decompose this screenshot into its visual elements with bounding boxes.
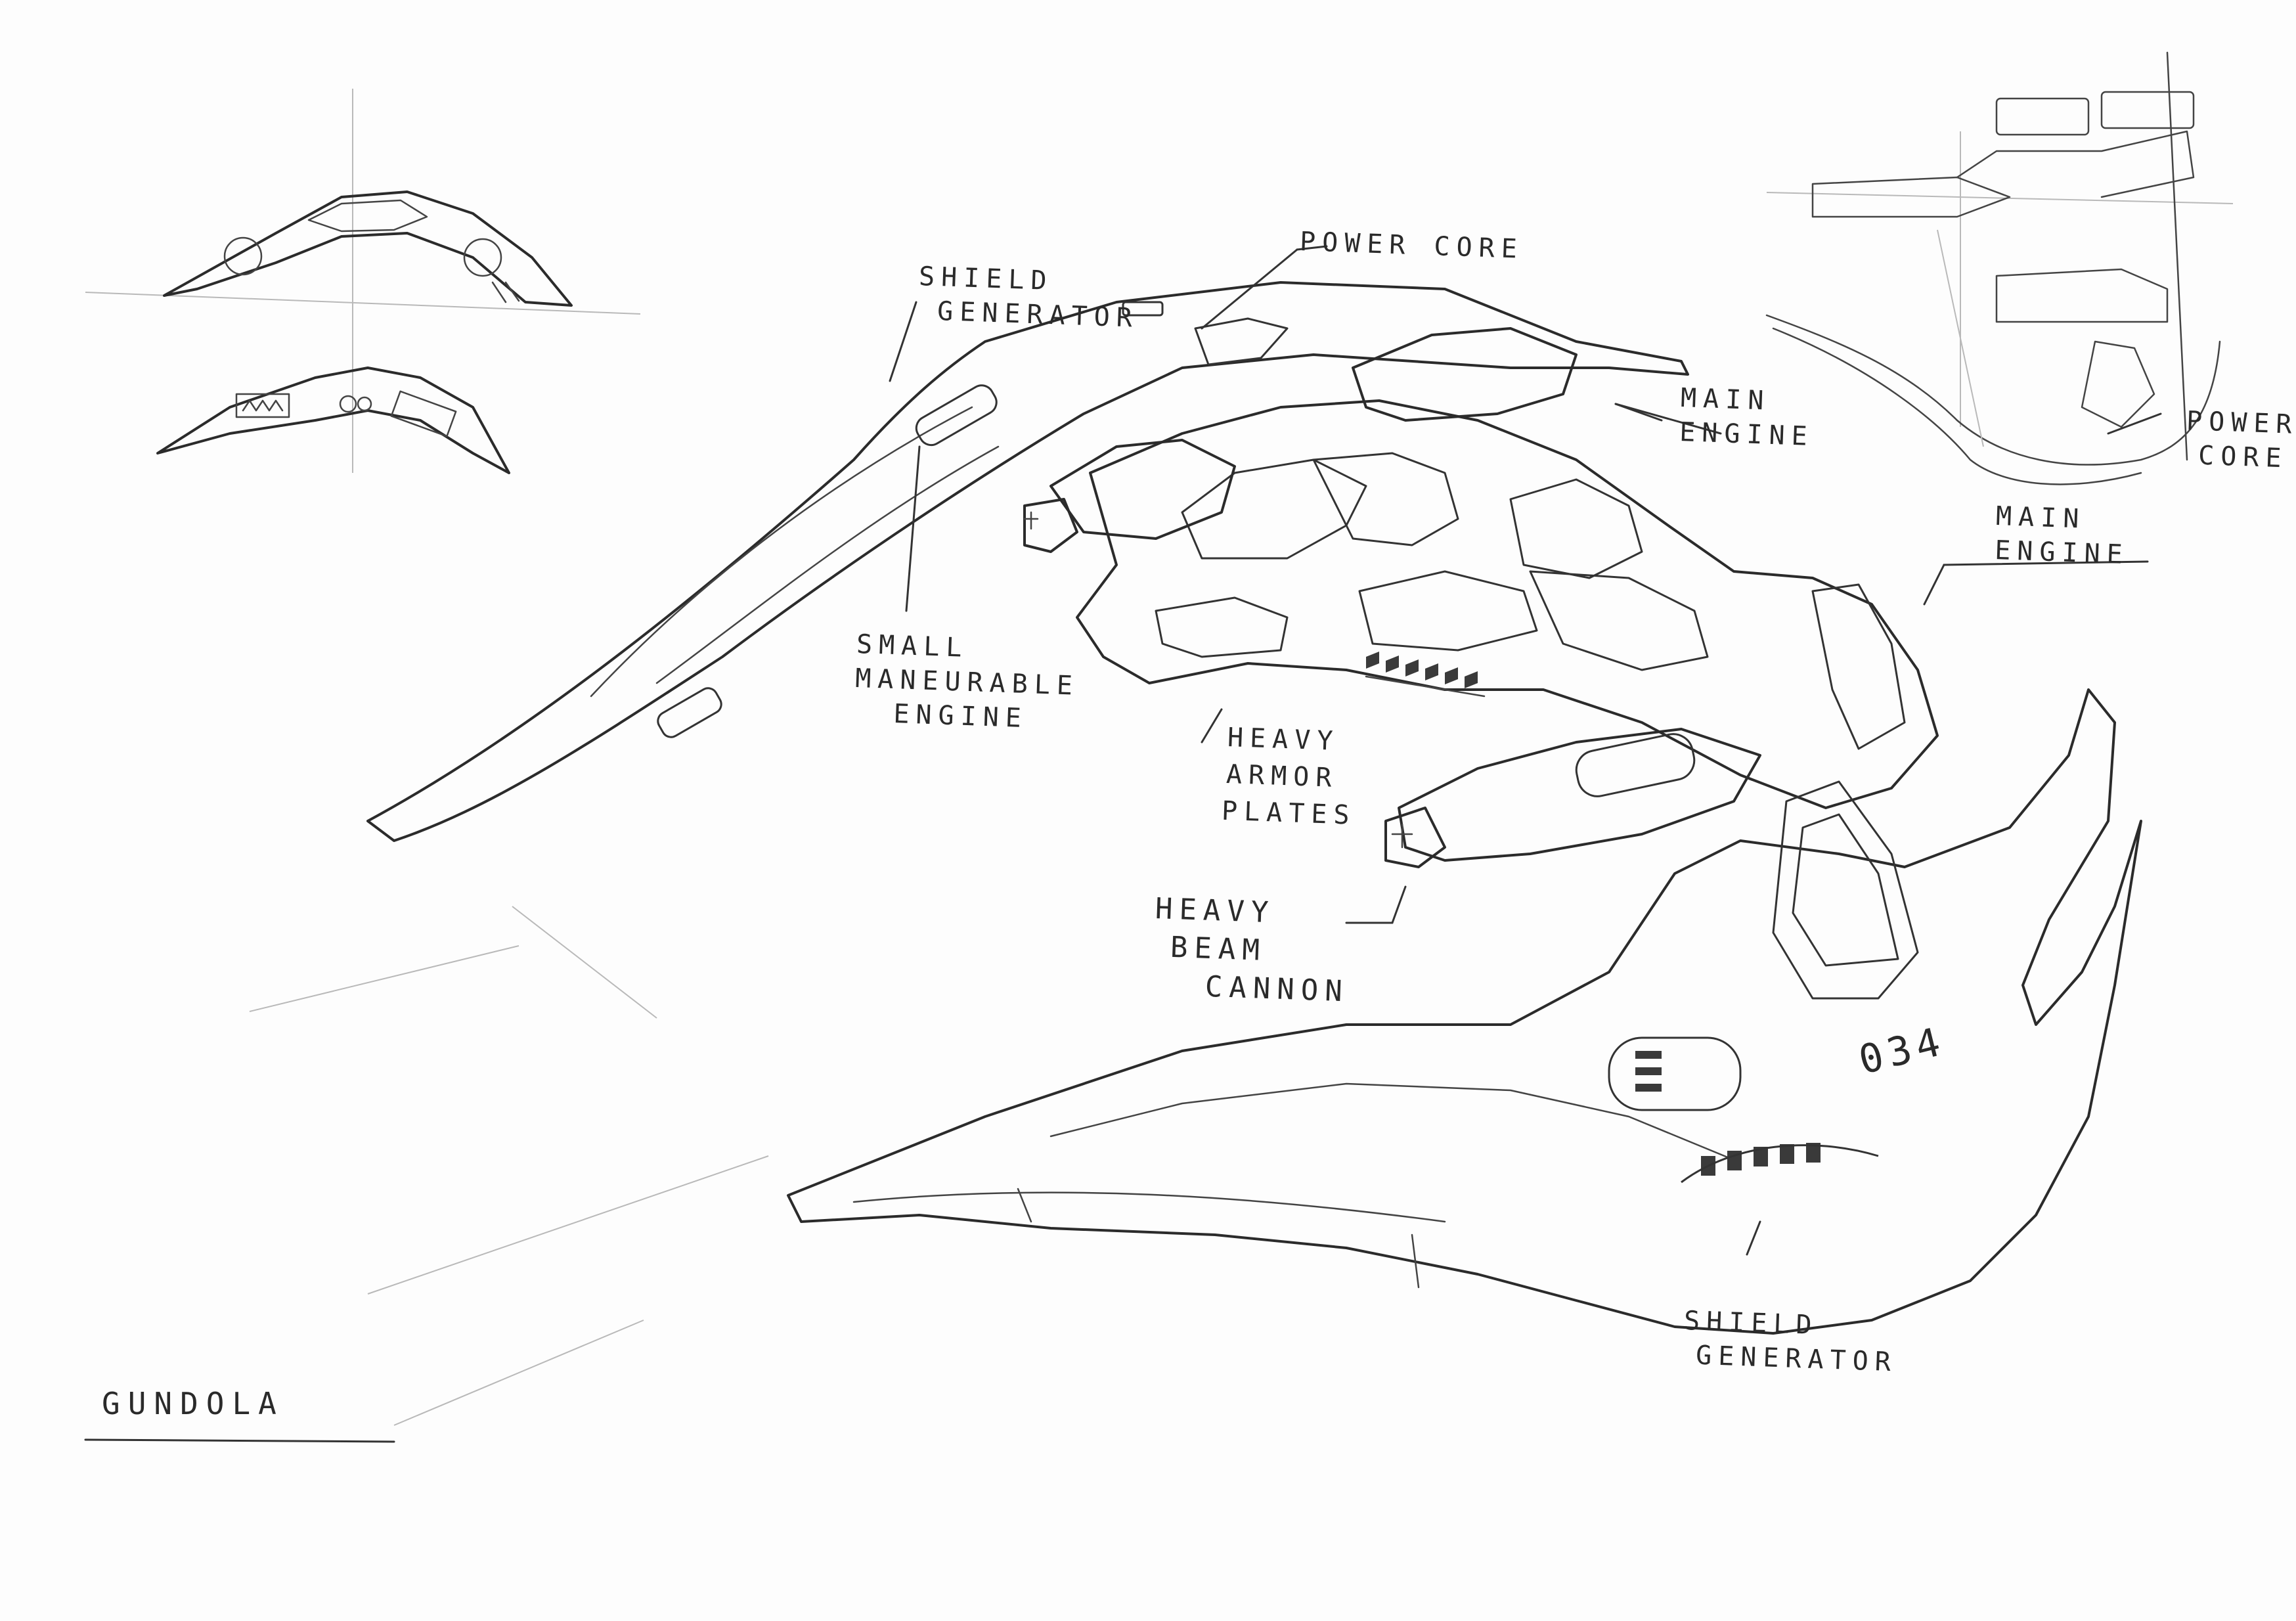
side-view-sketch: [1765, 51, 2221, 485]
drawing-title: GUNDOLA: [102, 1386, 284, 1421]
label-small-maneurable-engine: SMALL MANEURABLE ENGINE: [854, 629, 1080, 734]
label-power-core-side: POWER CORE: [2186, 405, 2296, 474]
main-ship: [366, 281, 2142, 1335]
construction-lines: [85, 89, 2234, 1426]
label-shield-generator-top: SHIELD GENERATOR: [918, 261, 1139, 334]
label-heavy-beam-cannon: HEAVY BEAM CANNON: [1155, 891, 1350, 1009]
label-shield-generator-bottom: SHIELD GENERATOR: [1683, 1305, 1898, 1378]
label-heavy-armor-plates: HEAVY ARMOR PLATES: [1221, 722, 1357, 831]
label-main-engine-right: MAIN ENGINE: [1994, 500, 2130, 571]
thumbnail-top-view: [163, 190, 573, 307]
label-main-engine-top: MAIN ENGINE: [1679, 382, 1815, 453]
leader-lines: [84, 245, 2162, 1443]
thumbnail-side-view: [156, 366, 510, 474]
